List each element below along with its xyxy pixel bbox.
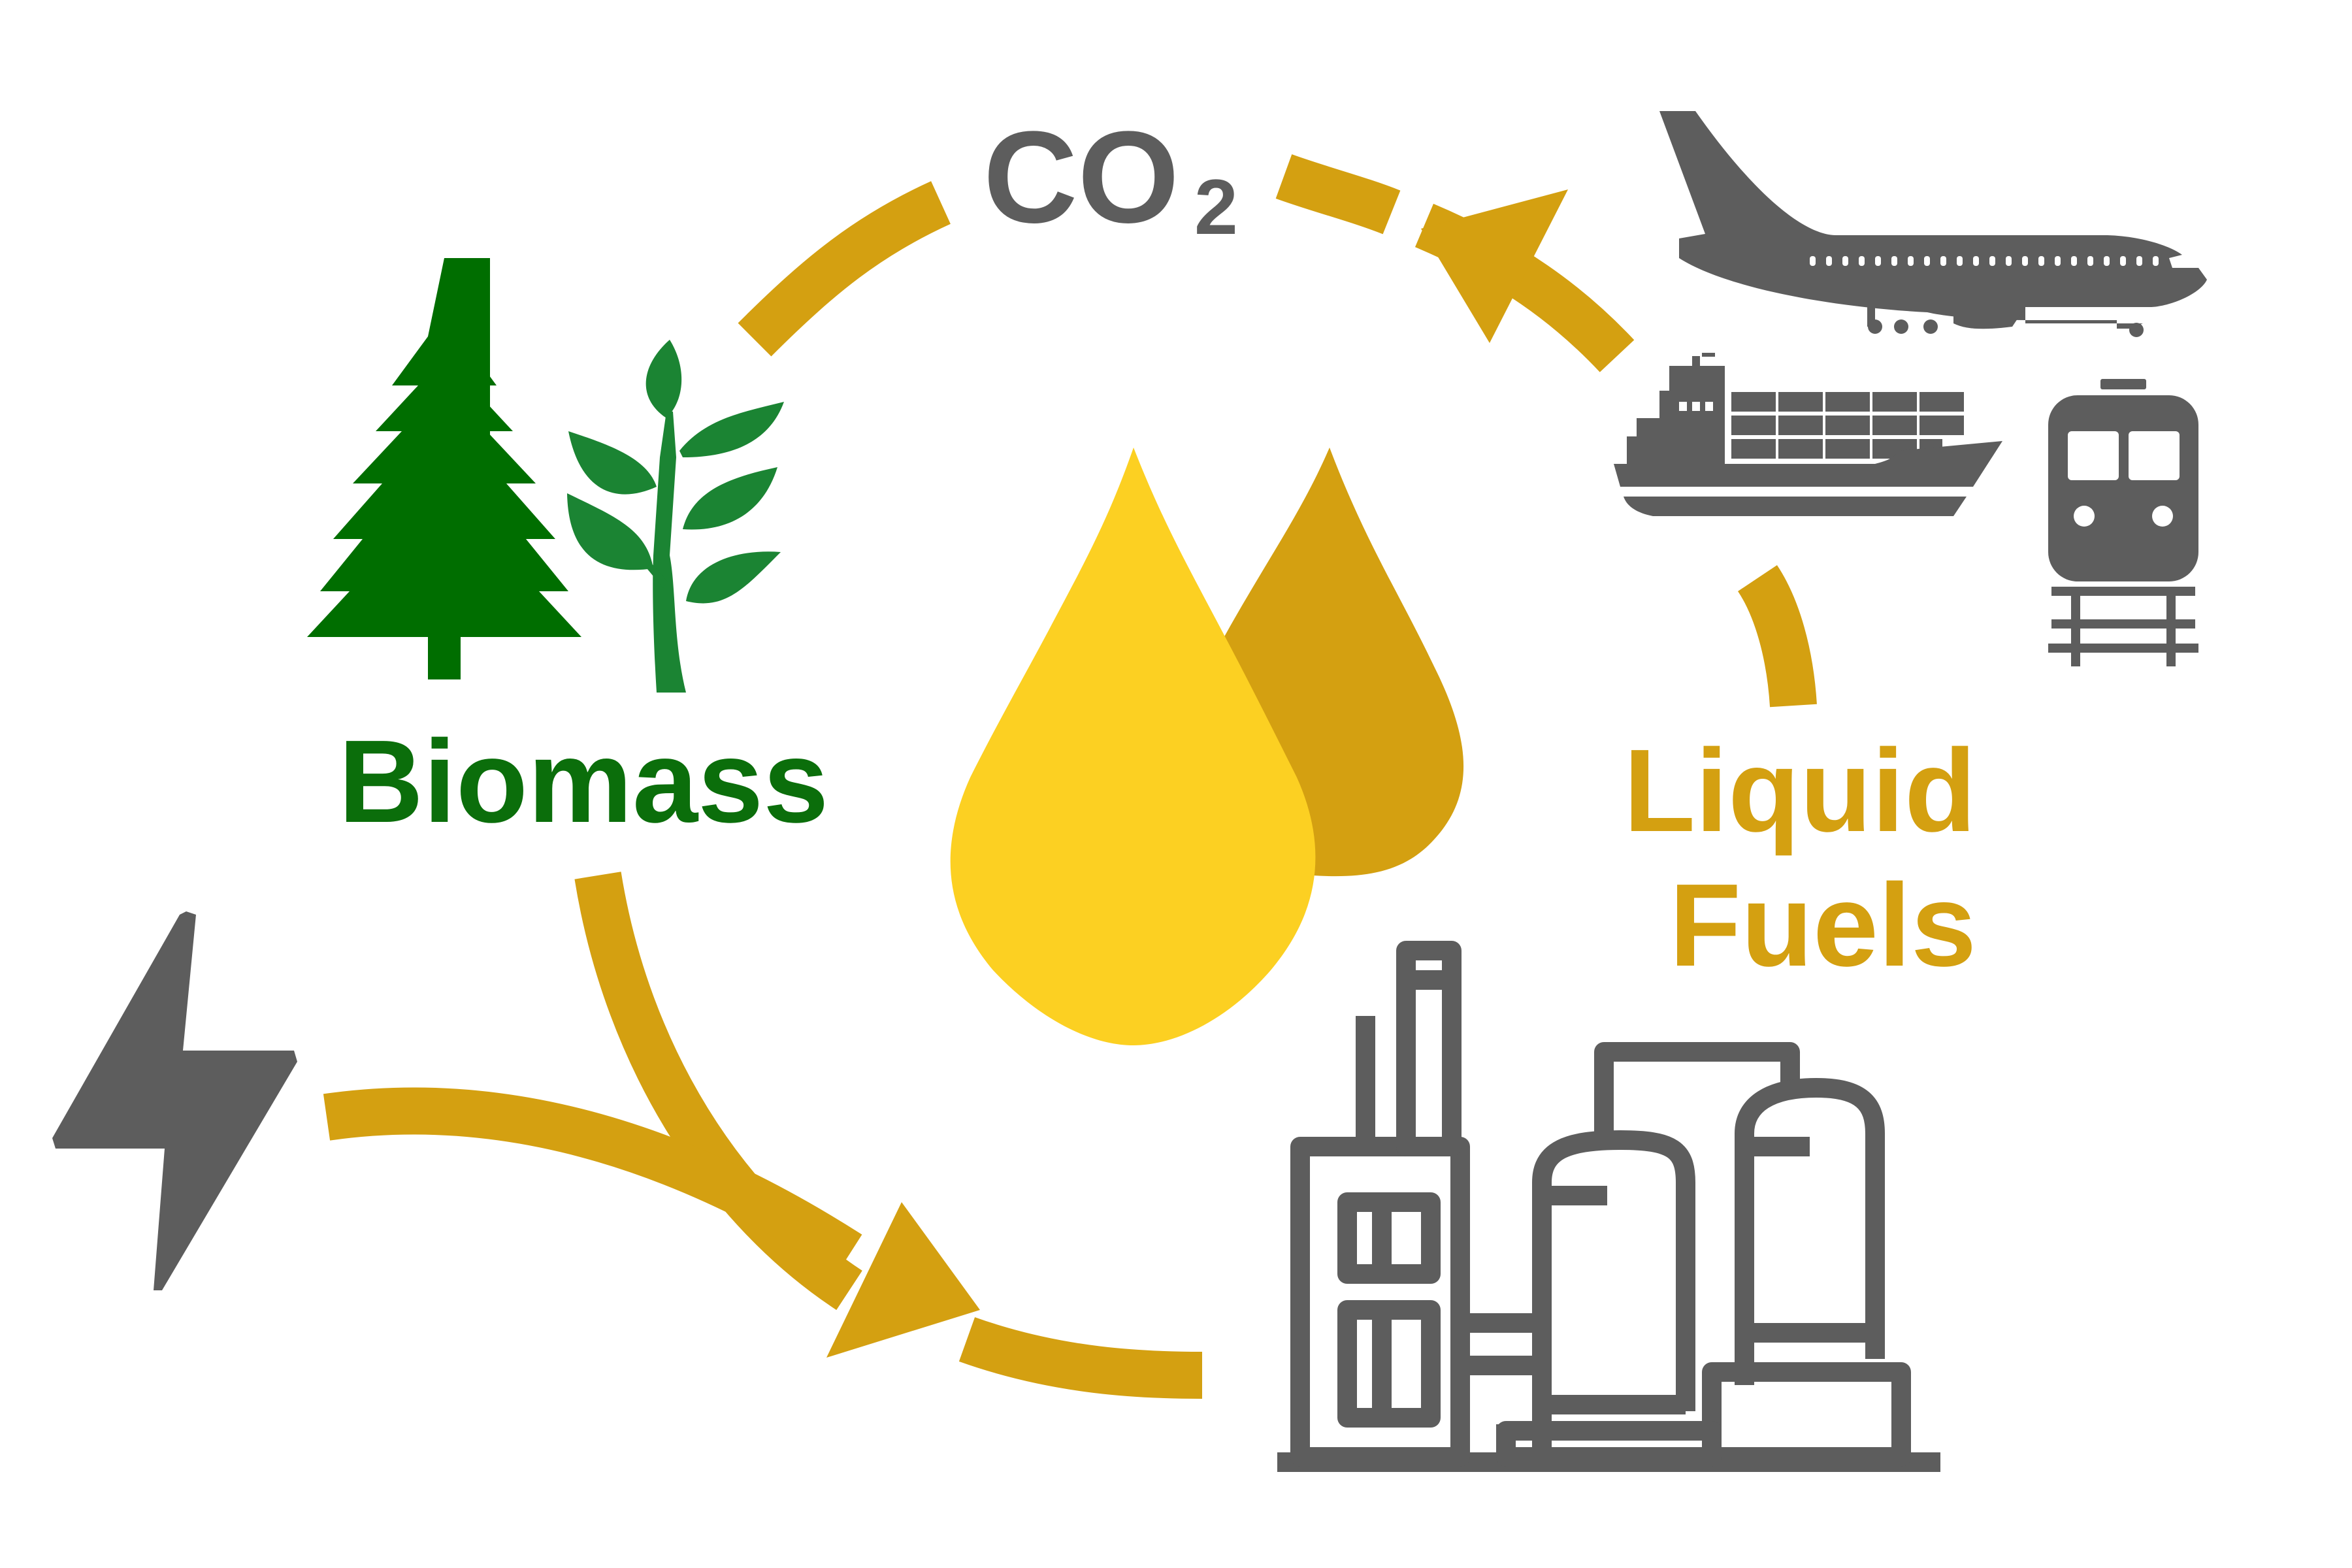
liquid-label: Liquid: [1624, 725, 1976, 857]
arc-fuels-up: [1737, 565, 1817, 708]
cargo-ship-icon: [1614, 353, 2002, 516]
arc-biomass-to-co2: [738, 181, 951, 357]
airplane-icon: [1659, 111, 2207, 337]
arc-into-refinery: [958, 1317, 1203, 1399]
arrowhead-refinery: [826, 1202, 980, 1358]
co2-label: CO: [983, 105, 1179, 250]
refinery-icon: [1277, 941, 1940, 1472]
co2-subscript: 2: [1194, 163, 1238, 251]
fuel-drops-icon: [950, 448, 1464, 1045]
arc-co2-top: [1275, 154, 1401, 235]
lightning-bolt-icon: [52, 911, 297, 1290]
biomass-label: Biomass: [338, 716, 828, 847]
arc-biomass-to-refinery: [574, 872, 862, 1311]
cycle-arrows: [323, 154, 1817, 1399]
ship-containers: [1731, 392, 1964, 459]
arrowhead-co2: [1421, 189, 1568, 343]
drop-front: [950, 448, 1316, 1045]
fuels-label: Fuels: [1669, 860, 1976, 991]
arc-electricity-to-refinery: [323, 1087, 862, 1275]
train-icon: [2048, 379, 2198, 666]
pine-tree-icon: [307, 258, 581, 679]
plant-icon: [567, 340, 784, 693]
